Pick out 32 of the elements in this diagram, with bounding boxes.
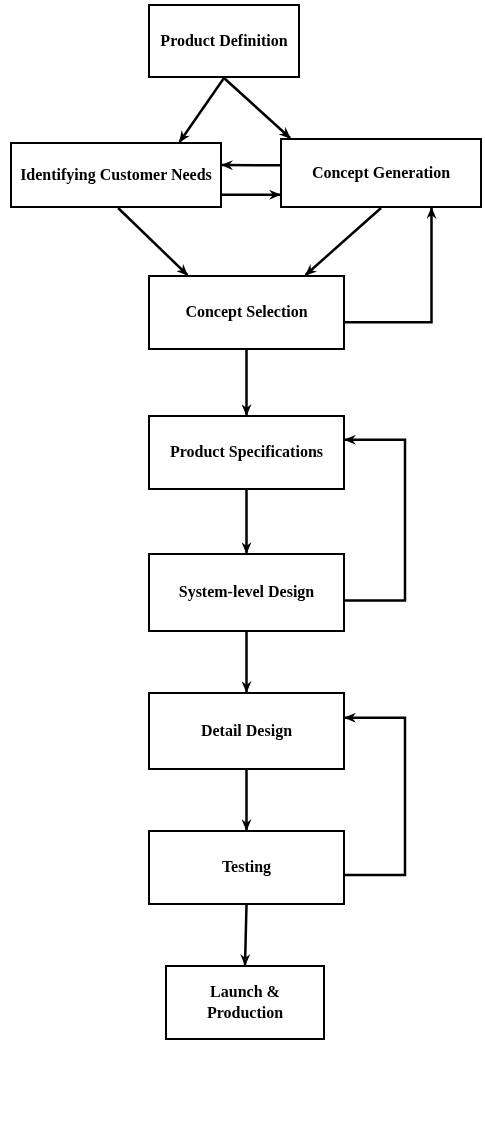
arrow xyxy=(241,350,252,416)
process-box xyxy=(165,965,325,1040)
arrow xyxy=(241,770,252,831)
process-box xyxy=(10,142,222,208)
arrow xyxy=(221,160,280,171)
process-box xyxy=(148,275,345,350)
box-label: Concept Selection xyxy=(185,302,308,323)
process-box xyxy=(148,415,345,490)
arrow xyxy=(304,207,382,276)
arrow xyxy=(222,189,281,200)
process-box xyxy=(148,553,345,632)
box-label: Product Definition xyxy=(160,30,288,51)
box-label: Detail Design xyxy=(200,720,293,742)
arrow xyxy=(117,207,189,276)
arrow xyxy=(178,77,226,143)
arrow xyxy=(344,712,407,877)
process-box xyxy=(280,138,482,208)
box-label: Product Specifications xyxy=(170,442,323,463)
box-label: Launch & Production xyxy=(205,981,285,1023)
arrow xyxy=(240,904,251,966)
process-box xyxy=(148,4,300,78)
arrow xyxy=(345,207,437,324)
arrow xyxy=(241,632,252,693)
box-label: Identifying Customer Needs xyxy=(20,164,212,186)
arrow xyxy=(223,77,291,139)
box-label: System-level Design xyxy=(178,582,315,603)
arrow xyxy=(344,434,407,602)
box-label: Testing xyxy=(221,857,272,878)
process-box xyxy=(148,830,345,905)
box-label: Concept Generation xyxy=(311,162,451,184)
process-box xyxy=(148,692,345,770)
arrow xyxy=(241,490,252,554)
